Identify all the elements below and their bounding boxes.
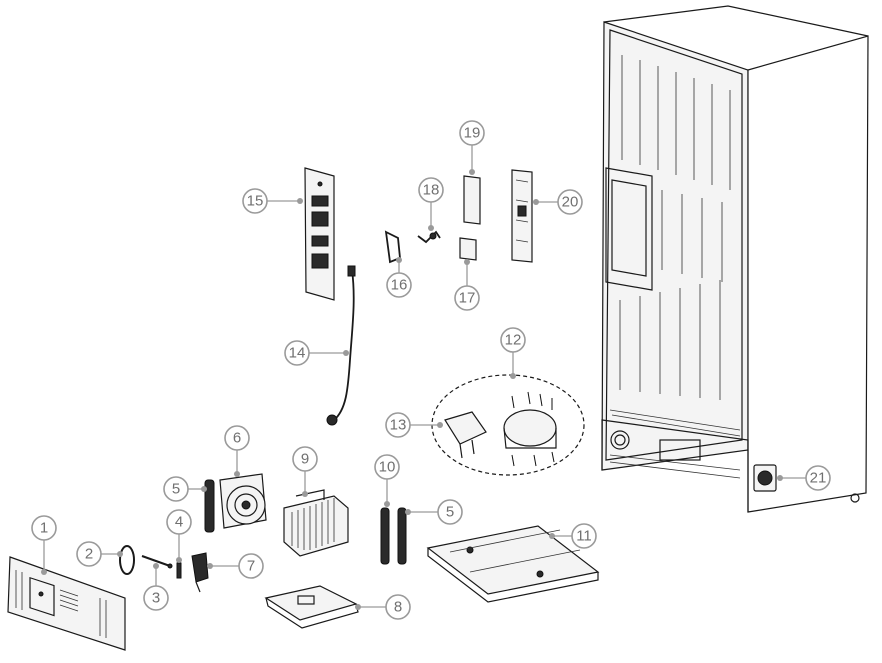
part-11-base-tray	[426, 525, 600, 603]
callout-19: 19	[459, 120, 485, 175]
callout-15: 15	[242, 188, 303, 214]
callout-21: 21	[777, 465, 831, 491]
callout-9: 9	[292, 446, 318, 497]
part-17-sub-board	[459, 237, 477, 261]
part-9-condenser	[283, 489, 349, 557]
machine-compartment	[601, 419, 749, 512]
callout-label: 7	[247, 558, 255, 575]
callout-label: 13	[390, 417, 407, 434]
rear-panel-channels	[605, 55, 741, 437]
callout-label: 6	[233, 430, 241, 447]
callout-17: 17	[454, 259, 480, 311]
callout-label: 11	[576, 528, 592, 545]
callout-20: 20	[533, 189, 583, 215]
callout-18: 18	[418, 177, 444, 231]
callout-4: 4	[166, 509, 192, 563]
callout-2: 2	[76, 541, 123, 567]
callout-8: 8	[355, 594, 411, 620]
part-19-control-board	[463, 175, 481, 225]
part-3-screw	[141, 555, 173, 569]
part-6-fan-motor	[219, 473, 267, 529]
callout-5a: 5	[163, 476, 207, 502]
callout-label: 20	[562, 194, 579, 211]
callout-label: 3	[152, 590, 160, 607]
callout-label: 8	[394, 599, 402, 616]
callout-label: 18	[423, 182, 440, 199]
callout-13: 13	[385, 412, 443, 438]
callout-12: 12	[500, 327, 526, 379]
part-2-cord-clip	[119, 545, 135, 575]
part-5-hose-left	[204, 479, 215, 533]
part-20-main-pcb	[511, 169, 533, 263]
callout-16: 16	[386, 257, 412, 298]
part-13-start-relay	[444, 411, 487, 459]
callout-label: 17	[459, 290, 476, 307]
callout-label: 16	[391, 277, 408, 294]
callout-label: 21	[810, 470, 827, 487]
refrigerator-cabinet	[601, 5, 869, 513]
part-12-compressor-group	[431, 374, 585, 476]
callout-label: 9	[301, 451, 309, 468]
part-1-rear-cover	[7, 556, 126, 651]
callout-label: 14	[289, 345, 306, 362]
part-4-pin	[176, 562, 182, 579]
callout-label: 19	[464, 125, 481, 142]
callout-6: 6	[224, 425, 250, 477]
part-14-sensor-wire	[326, 265, 356, 426]
callout-label: 15	[247, 193, 264, 210]
callout-label: 10	[379, 459, 396, 476]
callout-label: 1	[40, 520, 48, 537]
part-15-control-panel	[304, 167, 335, 301]
callout-5b: 5	[405, 499, 463, 525]
callout-label: 4	[175, 514, 183, 531]
part-7-bracket	[191, 552, 209, 593]
callout-label: 5	[172, 481, 180, 498]
part-18-wire-clip	[417, 230, 441, 244]
callout-label: 12	[505, 332, 522, 349]
callout-14: 14	[284, 340, 349, 366]
callout-1: 1	[31, 515, 57, 575]
part-10-hose	[380, 507, 390, 565]
callout-11: 11	[549, 523, 597, 549]
callout-label: 5	[446, 504, 454, 521]
callout-3: 3	[143, 563, 169, 611]
callout-label: 2	[85, 546, 93, 563]
compressor	[503, 391, 557, 467]
callout-7: 7	[207, 553, 264, 579]
part-8-drain-pan	[264, 585, 359, 629]
callout-10: 10	[374, 454, 400, 507]
part-5-hose-right	[397, 507, 407, 565]
part-21-cover	[753, 464, 777, 492]
